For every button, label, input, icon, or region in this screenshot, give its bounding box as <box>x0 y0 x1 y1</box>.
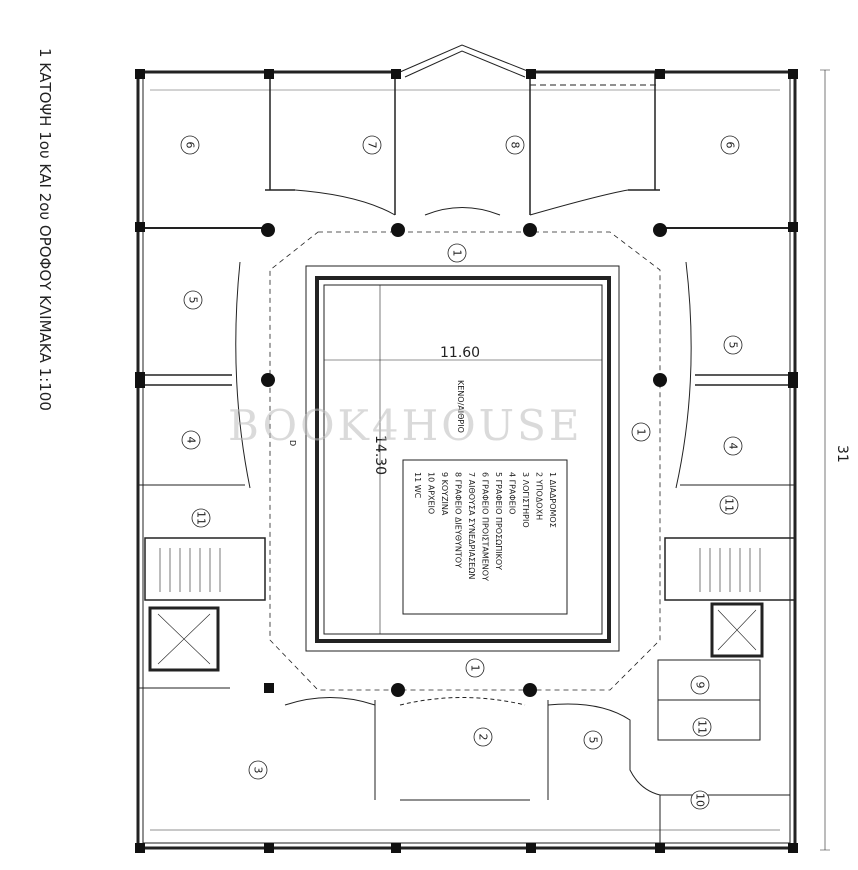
room-number: 5 <box>187 297 200 304</box>
elevator-cross <box>157 613 211 665</box>
reception-arc <box>399 697 526 706</box>
room-marker: 8 <box>505 135 525 155</box>
kitchen-block <box>657 659 761 741</box>
room-number: 5 <box>727 342 740 349</box>
watermark: BOOK4HOUSE <box>228 401 583 450</box>
legend-list: 1 ΔΙΑΔΡΟΜΟΣ 2 ΥΠΟΔΟΧΗ 3 ΛΟΓΙΣΤΗΡΙΟ 4 ΓΡΑΦΕΙ… <box>413 472 557 581</box>
curved-wall-bottom <box>284 697 661 843</box>
atrium-outer <box>305 265 620 652</box>
partition <box>138 374 795 386</box>
room-number: 8 <box>509 142 522 149</box>
legend-item: 6 ΓΡΑΦΕΙΟ ΠΡΟΙΣΤΑΜΕΝΟΥ <box>481 472 490 581</box>
room-number: 3 <box>252 767 265 774</box>
room-number: 1 <box>635 429 648 436</box>
room-number: 5 <box>587 737 600 744</box>
room-marker: 9 <box>690 675 710 695</box>
room-number: 1 <box>469 665 482 672</box>
legend-item: 2 ΥΠΟΔΟΧΗ <box>535 472 544 520</box>
stair-left <box>144 537 266 601</box>
atrium-rail <box>315 276 611 643</box>
room-marker: 2 <box>473 727 493 747</box>
room-number: 4 <box>727 443 740 450</box>
legend-item: 8 ΓΡΑΦΕΙΟ ΔΙΕΥΘΥΝΤΟΥ <box>454 472 463 568</box>
elevator-cross <box>717 609 757 651</box>
curved-wall-left <box>235 261 251 489</box>
room-marker: 7 <box>362 135 382 155</box>
room-marker: 3 <box>248 760 268 780</box>
room-marker: 5 <box>583 730 603 750</box>
room-marker: 11 <box>191 508 211 528</box>
stair-treads <box>159 548 761 592</box>
elevator-right <box>710 602 764 658</box>
room8-dashed <box>529 84 660 215</box>
room-marker: 10 <box>690 790 710 810</box>
room-number: 7 <box>366 142 379 149</box>
room-number: 11 <box>195 511 208 525</box>
room-marker: 4 <box>181 430 201 450</box>
bay-window <box>399 44 531 78</box>
room-number: 9 <box>694 682 707 689</box>
room7-wall-curve <box>294 189 629 216</box>
stair-right <box>664 537 796 601</box>
room-number: 1 <box>451 250 464 257</box>
room-marker: 11 <box>719 495 739 515</box>
room-number: 6 <box>724 142 737 149</box>
legend-item: 9 ΚΟΥΖΙΝΑ <box>440 472 449 516</box>
legend-item: 5 ΓΡΑΦΕΙΟ ΠΡΟΣΩΠΙΚΟΥ <box>494 472 503 570</box>
columns <box>135 69 798 853</box>
room-marker: 1 <box>631 422 651 442</box>
legend-item: 1 ΔΙΑΔΡΟΜΟΣ <box>548 472 557 528</box>
room-number: 6 <box>184 142 197 149</box>
room-marker: 1 <box>447 243 467 263</box>
void-label: ΚΕΝΟ/ΑΙΘΡΙΟ <box>456 380 465 433</box>
room-number: 4 <box>185 437 198 444</box>
room-marker: 6 <box>180 135 200 155</box>
outer-wall-inner <box>142 77 791 844</box>
room-number: 2 <box>477 734 490 741</box>
curved-wall-right <box>675 261 692 489</box>
room-marker: 11 <box>692 717 712 737</box>
legend-item: 4 ΓΡΑΦΕΙΟ <box>508 472 517 514</box>
room-marker: 4 <box>723 436 743 456</box>
room-marker: 6 <box>720 135 740 155</box>
atrium-inner <box>323 284 603 635</box>
room-number: 11 <box>696 720 709 734</box>
room-number: 10 <box>694 793 707 807</box>
legend-item: 10 ΑΡΧΕΙΟ <box>427 472 436 514</box>
plan-title: 1 ΚΑΤΟΨΗ 1ου ΚΑΙ 2ου ΟΡΟΦΟΥ ΚΛΙΜΑΚΑ 1:10… <box>36 48 54 411</box>
atrium-width-dimension: 11.60 <box>440 345 480 361</box>
room-marker: 1 <box>465 658 485 678</box>
corridor-outline <box>269 231 661 691</box>
legend-item: 3 ΛΟΓΙΣΤΗΡΙΟ <box>521 472 530 528</box>
overall-dimension-label: 31 <box>834 445 850 463</box>
partition <box>138 687 549 801</box>
room-marker: 5 <box>723 335 743 355</box>
overall-dimension <box>820 69 830 851</box>
room-marker: 5 <box>183 290 203 310</box>
elevator-left <box>148 606 220 672</box>
front-door-arc <box>424 207 501 216</box>
room-number: 11 <box>723 498 736 512</box>
atrium-depth-dimension: 14.30 <box>372 435 388 475</box>
legend-item: 11 WC <box>413 472 422 499</box>
corridor-mark: D <box>288 440 297 446</box>
legend-item: 7 ΑΙΘΟΥΣΑ ΣΥΝΕΔΡΙΑΣΕΩΝ <box>467 472 476 579</box>
legend-box <box>402 459 568 615</box>
partition <box>265 72 660 215</box>
